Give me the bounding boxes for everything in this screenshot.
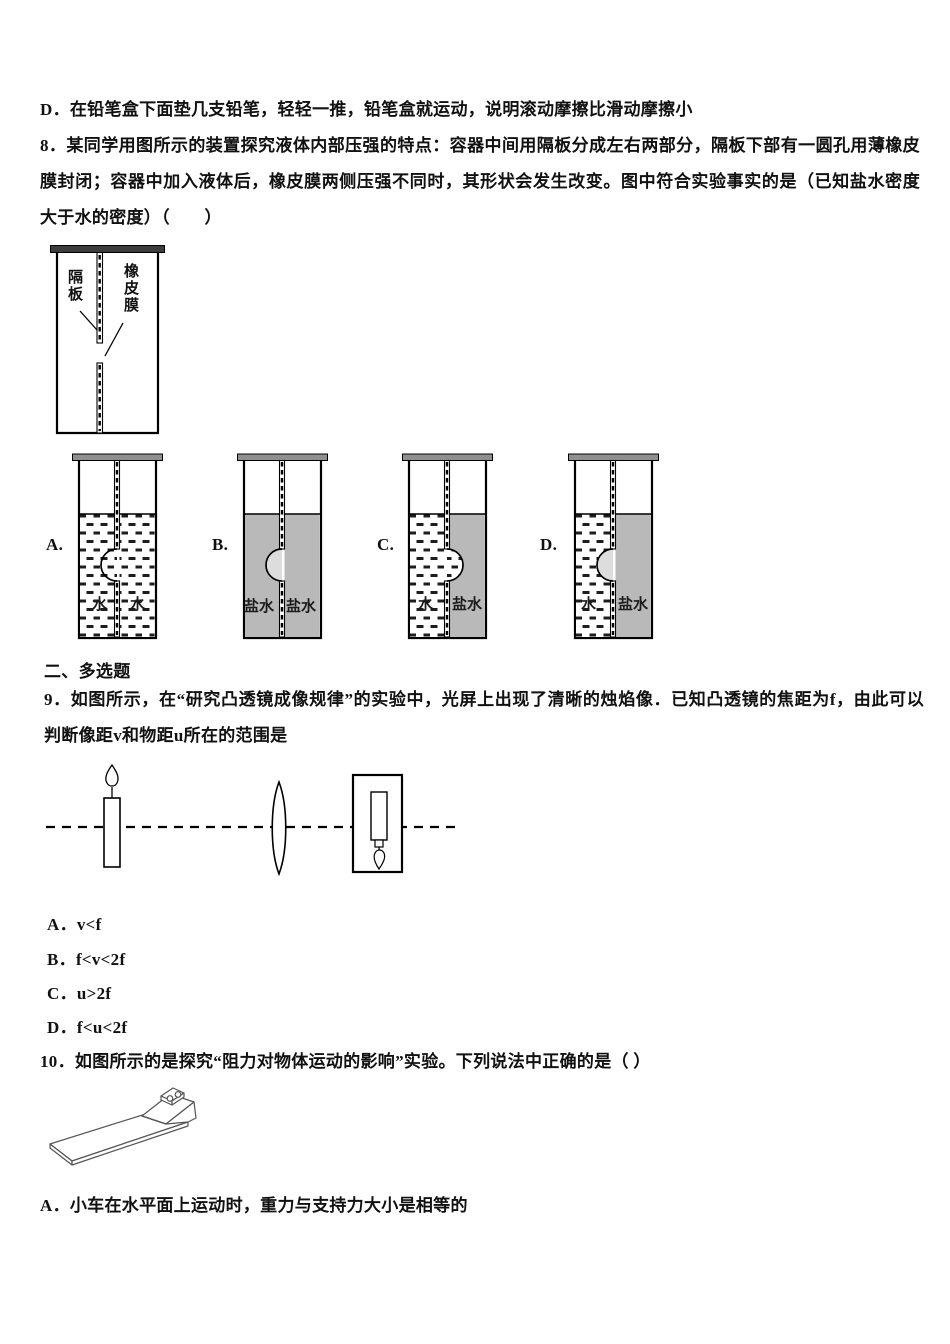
candle-flame (105, 763, 119, 787)
section2-heading: 二、多选题 (44, 662, 131, 681)
flat-track-board (49, 1111, 189, 1166)
q8-option-c-container (402, 453, 493, 640)
left-liquid-label: 盐水 (244, 599, 275, 615)
membrane-bulge-right (446, 548, 464, 582)
q8-option-b-container (237, 453, 328, 640)
q8-option-a-figure: 水 水 (72, 452, 163, 642)
partition-pointer-line (79, 310, 98, 331)
right-liquid-label: 盐水 (452, 597, 483, 613)
q8-option-c-label: C. (377, 535, 395, 554)
q9-lens-drawing (46, 763, 462, 877)
container-walls (55, 252, 160, 435)
container-rim (402, 453, 493, 461)
container-rim (72, 453, 163, 461)
toy-car (160, 1087, 185, 1106)
q8-option-b-label: B. (212, 535, 229, 554)
container-rim (568, 453, 659, 461)
convex-lens (271, 779, 287, 877)
right-liquid-label: 水 (130, 597, 146, 613)
right-liquid-label: 盐水 (618, 597, 649, 613)
car-wheel (174, 1091, 182, 1098)
image-candle-body (370, 791, 388, 841)
q8-option-d-label: D. (540, 535, 558, 554)
membrane-pointer-line (104, 322, 124, 357)
q10-option-a: A．小车在水平面上运动时，重力与支持力大小是相等的 (40, 1196, 468, 1215)
membrane-bulge-left (100, 548, 118, 582)
partition-with-gap (96, 251, 104, 434)
right-liquid-label: 盐水 (286, 599, 317, 615)
membrane-bulge-left (265, 548, 283, 582)
candle-body (103, 797, 121, 868)
candle-object (103, 763, 121, 868)
q10-ramp-drawing (49, 1087, 197, 1166)
container-walls (573, 460, 654, 640)
q9-stem: 9．如图所示，在“研究凸透镜成像规律”的实验中，光屏上出现了清晰的烛焰像．已知凸… (44, 690, 924, 745)
prev-question-option-d: D．在铅笔盒下面垫几支铅笔，轻轻一推，铅笔盒就运动，说明滚动摩擦比滑动摩擦小 (40, 100, 693, 119)
left-liquid-label: 水 (418, 597, 434, 613)
image-flame-inverted (373, 849, 386, 871)
q8-option-c-figure: 水 盐水 (402, 452, 493, 642)
car-wheel (166, 1095, 174, 1102)
water-right (119, 514, 155, 637)
screen-with-image (351, 773, 404, 874)
q8-option-d-container (568, 453, 659, 640)
q8-option-a-container (72, 453, 163, 640)
q8-option-a-label: A. (46, 535, 64, 554)
q10-ramp-figure (42, 1086, 232, 1186)
membrane-bulge-left (596, 548, 614, 582)
left-liquid-label: 水 (581, 597, 597, 613)
container-walls (242, 460, 323, 640)
water-left (410, 514, 445, 637)
q9-lens-figure (44, 762, 464, 900)
image-candle-base (374, 839, 384, 848)
container-walls (77, 460, 158, 640)
q8-option-b-figure: 盐水 盐水 (237, 452, 328, 642)
left-liquid-label: 水 (92, 597, 108, 613)
q8-apparatus-figure: 隔板 橡皮膜 (50, 243, 168, 441)
q9-option-b: B．f<v<2f (47, 950, 126, 969)
container-walls (407, 460, 488, 640)
container-rim (237, 453, 328, 461)
q8-stem: 8．某同学用图所示的装置探究液体内部压强的特点：容器中间用隔板分成左右两部分，隔… (40, 136, 920, 227)
salt-water-right (615, 514, 651, 637)
q8-apparatus-drawing (50, 245, 165, 435)
q10-stem: 10．如图所示的是探究“阻力对物体运动的影响”实验。下列说法中正确的是（ ） (40, 1052, 651, 1071)
container-rim (50, 245, 165, 253)
salt-water-right (284, 514, 320, 637)
q9-option-c: C．u>2f (47, 984, 112, 1003)
partition-label: 隔板 (66, 269, 82, 303)
q8-option-d-figure: 水 盐水 (568, 452, 659, 642)
q9-option-a: A．v<f (47, 915, 102, 934)
inclined-ramp (141, 1093, 197, 1125)
membrane-label: 橡皮膜 (122, 263, 138, 314)
q9-option-d: D．f<u<2f (47, 1018, 128, 1037)
